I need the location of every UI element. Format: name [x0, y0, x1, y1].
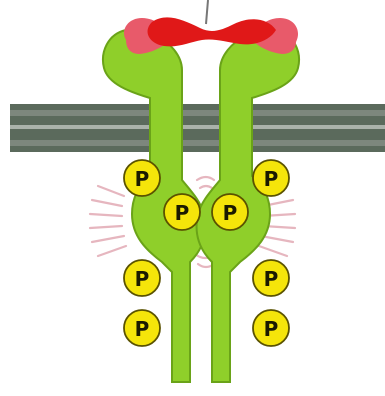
phosphate-group-right-upper: P: [253, 160, 289, 196]
phosphate-group-left-lower-1: P: [124, 260, 160, 296]
phosphate-group-left-lower-2: P: [124, 310, 160, 346]
svg-text:P: P: [223, 201, 238, 225]
phosphate-group-left-upper: P: [124, 160, 160, 196]
cell-membrane: [10, 104, 385, 152]
phosphate-group-right-lower-1: P: [253, 260, 289, 296]
phosphate-group-right-inner: P: [212, 194, 248, 230]
svg-text:P: P: [264, 267, 279, 291]
svg-text:P: P: [135, 317, 150, 341]
phosphate-group-left-inner: P: [164, 194, 200, 230]
ligand: [124, 17, 298, 54]
svg-text:P: P: [264, 317, 279, 341]
tether-line: [206, 0, 208, 24]
phosphate-group-right-lower-2: P: [253, 310, 289, 346]
svg-text:P: P: [135, 167, 150, 191]
svg-text:P: P: [175, 201, 190, 225]
svg-text:P: P: [264, 167, 279, 191]
svg-text:P: P: [135, 267, 150, 291]
